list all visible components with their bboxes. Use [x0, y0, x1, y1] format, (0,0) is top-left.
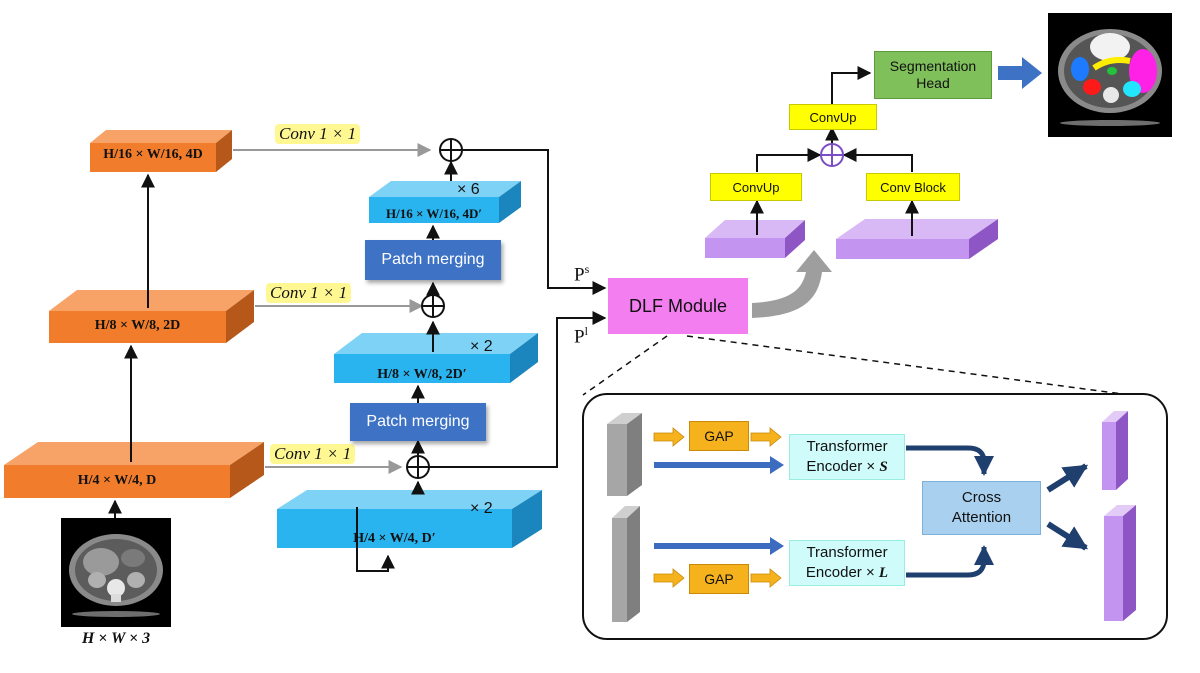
conv-label-level3: Conv 1 × 1 — [275, 124, 361, 144]
encoder-l-to-cross-arrow — [906, 545, 994, 578]
gap-box-bottom: GAP — [689, 564, 749, 594]
transformer-l-line2: Encoder × L — [805, 564, 889, 581]
transformer-encoder-s-box: Transformer Encoder × S — [789, 434, 905, 480]
conv-block-box: Conv Block — [866, 173, 960, 201]
cross-to-output-top-arrow — [1046, 463, 1089, 493]
encoder-level3-label: H/16 × W/16, 4D — [103, 147, 203, 162]
encoder-level1-label: H/4 × W/4, D — [77, 473, 157, 488]
output-feature-slab-top — [1102, 411, 1128, 490]
encoder-level1-slab — [4, 442, 264, 498]
patch-merging-box-2: Patch merging — [365, 240, 501, 280]
add-circle-icon — [820, 143, 844, 167]
convup-box-lower: ConvUp — [710, 173, 802, 201]
transformer-level3-label: H/16 × W/16, 4D′ — [385, 206, 483, 221]
cross-attention-box: Cross Attention — [922, 481, 1041, 535]
zoom-line-left — [582, 335, 668, 396]
convup-to-add-arrow — [756, 148, 822, 172]
seg-head-line2: Head — [916, 75, 950, 91]
transformer-level1-slab — [277, 490, 542, 548]
transformer-s-line2: Encoder × S — [806, 458, 888, 475]
transformer-level3-repeat: × 6 — [457, 181, 480, 198]
transformer-encoder-l-box: Transformer Encoder × L — [789, 540, 905, 586]
encoder-level3-slab — [90, 130, 232, 172]
transformer-level3-slab — [369, 181, 521, 223]
dlf-output-arrow-icon — [752, 250, 832, 318]
transformer-level1-label: H/4 × W/4, D′ — [353, 531, 436, 546]
cross-line1: Cross — [961, 489, 1002, 506]
encoder-level2-slab — [49, 290, 254, 343]
conv-label-level1: Conv 1 × 1 — [270, 444, 356, 464]
decoder-feature-slab-right — [836, 219, 998, 259]
transformer-level2-slab — [334, 333, 538, 383]
add-circle-icon — [406, 455, 430, 479]
convup-to-seghead-arrow — [831, 66, 872, 106]
output-feature-slab-bottom — [1104, 505, 1136, 621]
transformer-l-line1: Transformer — [806, 544, 888, 561]
large-feature-slab — [607, 413, 642, 496]
input-size-label: H × W × 3 — [81, 630, 151, 647]
transformer-level1-repeat: × 2 — [470, 500, 493, 517]
arrow-icon — [653, 427, 782, 588]
zoom-line-right — [686, 335, 1131, 396]
gap-box-top: GAP — [689, 421, 749, 451]
convup-box-upper: ConvUp — [789, 104, 877, 130]
seg-head-line1: Segmentation — [889, 58, 977, 74]
encoder-level2-label: H/8 × W/8, 2D — [94, 318, 181, 333]
dlf-module-box: DLF Module — [608, 278, 748, 334]
pl-connection-arrow — [429, 311, 607, 468]
conv-label-level2: Conv 1 × 1 — [266, 283, 352, 303]
add-circle-icon — [439, 138, 463, 162]
convblock-to-add-arrow — [842, 148, 913, 172]
cross-to-output-bottom-arrow — [1046, 521, 1089, 551]
segmentation-head-box: Segmentation Head — [874, 51, 992, 99]
cross-line2: Attention — [951, 509, 1012, 526]
transformer-level2-repeat: × 2 — [470, 338, 493, 355]
decoder-feature-slab-left — [705, 220, 805, 258]
patch-merging-box-1: Patch merging — [350, 403, 486, 441]
ps-label: Ps — [574, 262, 590, 286]
segmentation-output-image — [1048, 13, 1172, 137]
input-ct-image — [61, 518, 171, 627]
transformer-level2-label: H/8 × W/8, 2D′ — [377, 367, 467, 382]
ps-connection-arrow — [462, 149, 607, 295]
small-feature-slab — [612, 506, 640, 622]
output-arrow-icon — [998, 57, 1042, 89]
transformer-s-line1: Transformer — [806, 438, 888, 455]
dlf-detail-panel — [582, 393, 1168, 640]
add-circle-icon — [421, 294, 445, 318]
encoder-s-to-cross-arrow — [906, 445, 994, 476]
arrow-icon — [654, 456, 784, 555]
transformer-loop-arrow — [356, 507, 395, 572]
pl-label: Pl — [574, 324, 588, 348]
